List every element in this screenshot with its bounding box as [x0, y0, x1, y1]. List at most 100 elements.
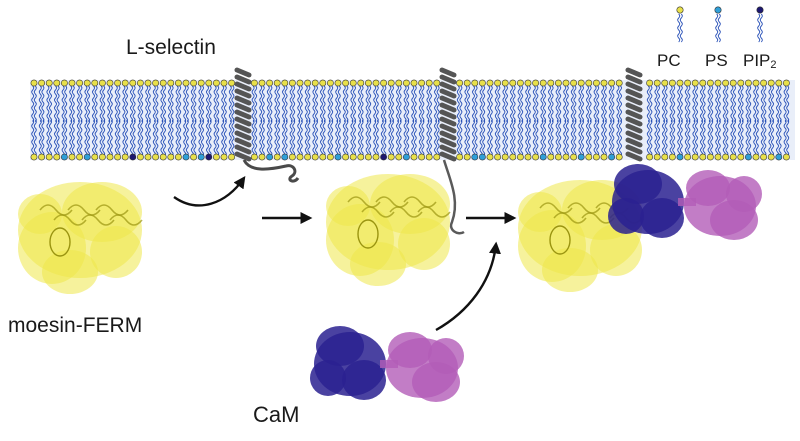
pc-head [562, 79, 570, 87]
lipid-tail [190, 119, 194, 157]
ps-head [676, 153, 684, 161]
lipid-tail [342, 85, 346, 123]
lipid-tail [277, 119, 280, 157]
lipid-tail [365, 119, 369, 157]
lipid-tail [581, 85, 584, 123]
lipid-tail [487, 119, 491, 157]
helix-turn [234, 151, 252, 162]
helix-turn [439, 151, 457, 162]
pc-head [593, 153, 600, 161]
helix-turn [234, 123, 252, 134]
helix-turn [439, 116, 457, 127]
helix-turn [234, 88, 252, 99]
lipid-tail [715, 119, 719, 157]
lipid-tail [140, 119, 144, 157]
pc-head [661, 79, 669, 87]
lipid-tail [573, 119, 577, 157]
lipid-tail [342, 119, 346, 157]
lipid-tail [61, 119, 65, 157]
lipid-tail [550, 119, 554, 157]
lipid-tail [213, 119, 217, 157]
lipid-tail [517, 119, 521, 157]
pc-head [311, 153, 319, 161]
lipid-tail [33, 119, 37, 157]
lipid-tail [677, 85, 681, 123]
lipid-tail [266, 119, 270, 157]
ferm-surface [42, 250, 98, 294]
pc-head [53, 79, 61, 87]
lipid-heads-outer-leaflet [30, 79, 790, 87]
lipid-tail [274, 119, 278, 157]
lipid-tail [464, 85, 468, 123]
pc-head [547, 79, 555, 87]
lipid-tail [768, 85, 772, 123]
lipid-tail [558, 85, 562, 123]
pip2-head [205, 153, 213, 161]
lipid-tail [578, 119, 582, 157]
pc-head [30, 79, 38, 87]
lipid-tail [421, 119, 425, 157]
lipid-tail [125, 85, 128, 123]
pc-head [410, 153, 418, 161]
ferm-helix-ring [49, 227, 71, 257]
lipid-tail [183, 85, 187, 123]
helix-turn [625, 88, 643, 99]
lipid-tail [725, 119, 729, 157]
lipid-tail [223, 119, 227, 157]
pc-head [669, 153, 676, 161]
l-selectin-label: L-selectin [126, 36, 216, 59]
lipid-tail [201, 119, 204, 157]
lipid-tail [745, 119, 749, 157]
pc-head [76, 153, 83, 161]
lipid-tail [64, 119, 68, 157]
lipid-tail [535, 85, 539, 123]
helix-turn [625, 123, 643, 134]
lipid-tail [185, 85, 189, 123]
legend-head [676, 6, 684, 14]
lipid-tail [299, 85, 303, 123]
ps-head [334, 153, 342, 161]
lipid-tail [299, 119, 303, 157]
pc-head [760, 153, 767, 161]
lipid-tail [608, 119, 612, 157]
pc-head [395, 153, 403, 161]
helix-turn [439, 88, 457, 99]
lipid-tail [502, 85, 506, 123]
ferm-secondary-structure [567, 202, 601, 214]
helix-turn [439, 144, 457, 155]
lipid-tail [261, 119, 265, 157]
lipid-tail [69, 119, 73, 157]
lipid-tail [297, 119, 301, 157]
lipid-tail [269, 119, 273, 157]
legend-tail [759, 13, 763, 43]
pc-head [676, 79, 684, 87]
helix-turn [234, 137, 252, 148]
pc-head [615, 153, 623, 161]
cam-n-lobe [640, 198, 684, 238]
lipid-tail [33, 85, 37, 123]
moesin-ferm-complex [518, 180, 643, 292]
lipid-tail [198, 119, 202, 157]
lipid-tail [254, 119, 258, 157]
pc-head [159, 153, 167, 161]
lipid-tail [771, 119, 774, 157]
lipid-tail [274, 85, 278, 123]
lipid-tail [54, 119, 57, 157]
lipid-tail [581, 119, 584, 157]
lipid-tail [563, 85, 567, 123]
lipid-tail [259, 119, 263, 157]
lipid-tail [611, 119, 615, 157]
lipid-tail [695, 85, 698, 123]
lipid-tail [525, 119, 529, 157]
pc-head [357, 153, 365, 161]
lipid-tail [738, 85, 741, 123]
lipid-tail [755, 85, 759, 123]
pc-head [144, 153, 152, 161]
lipid-tail [717, 119, 721, 157]
lipid-tail [406, 85, 410, 123]
lipid-tail [147, 119, 151, 157]
lipid-tail [122, 85, 126, 123]
lipid-tail [596, 119, 600, 157]
lipid-tail [49, 119, 52, 157]
pc-head [608, 79, 615, 87]
